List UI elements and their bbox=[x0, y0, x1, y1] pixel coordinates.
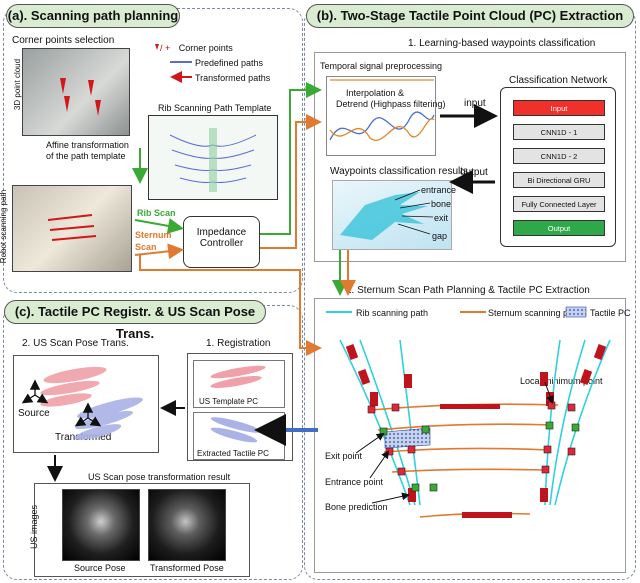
exit-point-label: Exit point bbox=[325, 451, 363, 461]
rib-scan-label: Rib Scan bbox=[137, 208, 176, 218]
affine-line1: Affine transformation bbox=[46, 140, 129, 150]
legend-predefined: Predefined paths bbox=[195, 58, 264, 68]
waypoint-markers bbox=[367, 401, 580, 492]
layer-cnn2: CNN1D - 2 bbox=[513, 148, 605, 164]
legend-rib: Rib scanning path bbox=[356, 308, 429, 318]
panel-c-title: (c). Tactile PC Registr. & US Scan Pose … bbox=[4, 300, 266, 341]
legend-glyphs bbox=[155, 44, 192, 83]
layer-gru: Bi Directional GRU bbox=[513, 172, 605, 188]
source-pose-label: Source Pose bbox=[74, 563, 126, 573]
stage1-title: 1. Learning-based waypoints classificati… bbox=[408, 38, 596, 49]
legend-transformed: Transformed paths bbox=[195, 73, 271, 83]
layer-fc: Fully Connected Layer bbox=[513, 196, 605, 212]
transformed-pose-label: Transformed Pose bbox=[150, 563, 224, 573]
us-template-label: US Template PC bbox=[199, 397, 258, 406]
legend-corner-text: Corner points bbox=[178, 43, 233, 53]
temporal-title: Temporal signal preprocessing bbox=[320, 61, 443, 71]
result-title: US Scan pose transformation result bbox=[88, 472, 231, 482]
controller-line1: Impedance bbox=[196, 227, 247, 238]
output-label: output bbox=[460, 167, 488, 178]
network-box: Input CNN1D - 1 CNN1D - 2 Bi Directional… bbox=[500, 87, 616, 247]
controller-line2: Controller bbox=[199, 238, 244, 249]
point-cloud-photo bbox=[22, 48, 130, 136]
transformed-us-image bbox=[148, 489, 226, 561]
panel-c-arrows bbox=[47, 400, 318, 482]
signal-waves bbox=[329, 79, 435, 141]
layer-input: Input bbox=[513, 100, 605, 116]
template-title: Rib Scanning Path Template bbox=[158, 103, 272, 113]
rib-template-paths bbox=[169, 128, 257, 192]
wp-gap: gap bbox=[432, 231, 448, 241]
legend-corner: / + Corner points bbox=[160, 43, 233, 53]
waypoints-title: Waypoints classification results bbox=[330, 166, 469, 177]
network-title: Classification Network bbox=[509, 75, 608, 86]
local-min-label: Local minimum point bbox=[520, 376, 603, 386]
stage2-legend bbox=[326, 306, 587, 318]
registration-clouds bbox=[210, 365, 266, 443]
sternum-scan-label1: Sternum bbox=[135, 230, 172, 240]
panel-b-title: (b). Two-Stage Tactile Point Cloud (PC) … bbox=[306, 4, 634, 28]
corner-title: Corner points selection bbox=[12, 35, 115, 46]
stage1-arrows bbox=[332, 104, 498, 296]
interp-line2: Detrend (Highpass filtering) bbox=[336, 99, 446, 109]
source-label: Source bbox=[18, 408, 50, 419]
affine-line2: of the path template bbox=[46, 151, 126, 161]
wp-bone: bone bbox=[431, 199, 452, 209]
bone-pred-label: Bone prediction bbox=[325, 502, 388, 512]
stage2-rib-paths bbox=[339, 339, 611, 506]
entrance-point-label: Entrance point bbox=[325, 477, 384, 487]
point-cloud-markers bbox=[60, 78, 101, 116]
layer-cnn1: CNN1D - 1 bbox=[513, 124, 605, 140]
pose-clouds bbox=[21, 366, 143, 440]
tactile-pc bbox=[384, 427, 431, 449]
legend-corner-sym: / + bbox=[160, 43, 171, 53]
stage2-title: 2. Sternum Scan Path Planning & Tactile … bbox=[346, 285, 590, 296]
interp-line1: Interpolation & bbox=[346, 88, 405, 98]
step2-title: 2. US Scan Pose Trans. bbox=[22, 338, 129, 349]
legend-sternum: Sternum scanning path bbox=[488, 308, 581, 318]
panel-a-arrows bbox=[132, 82, 322, 356]
stage2-sternum-paths bbox=[371, 403, 559, 518]
impedance-controller: Impedance Controller bbox=[183, 216, 260, 268]
extracted-label: Extracted Tactile PC bbox=[197, 449, 269, 458]
layer-output: Output bbox=[513, 220, 605, 236]
stage2-annotations bbox=[355, 381, 554, 504]
source-us-image bbox=[62, 489, 140, 561]
signal-plot bbox=[326, 76, 436, 156]
wp-exit: exit bbox=[434, 213, 449, 223]
robot-scan-paths bbox=[47, 214, 97, 241]
step1-title: 1. Registration bbox=[206, 338, 271, 349]
legend-tactile: Tactile PC bbox=[590, 308, 631, 318]
wp-entrance: entrance bbox=[421, 185, 457, 195]
panel-a-title: (a). Scanning path planning bbox=[6, 4, 180, 28]
waypoints-hand bbox=[340, 189, 434, 240]
sternum-scan-label2: Scan bbox=[135, 242, 157, 252]
input-label: input bbox=[464, 98, 486, 109]
